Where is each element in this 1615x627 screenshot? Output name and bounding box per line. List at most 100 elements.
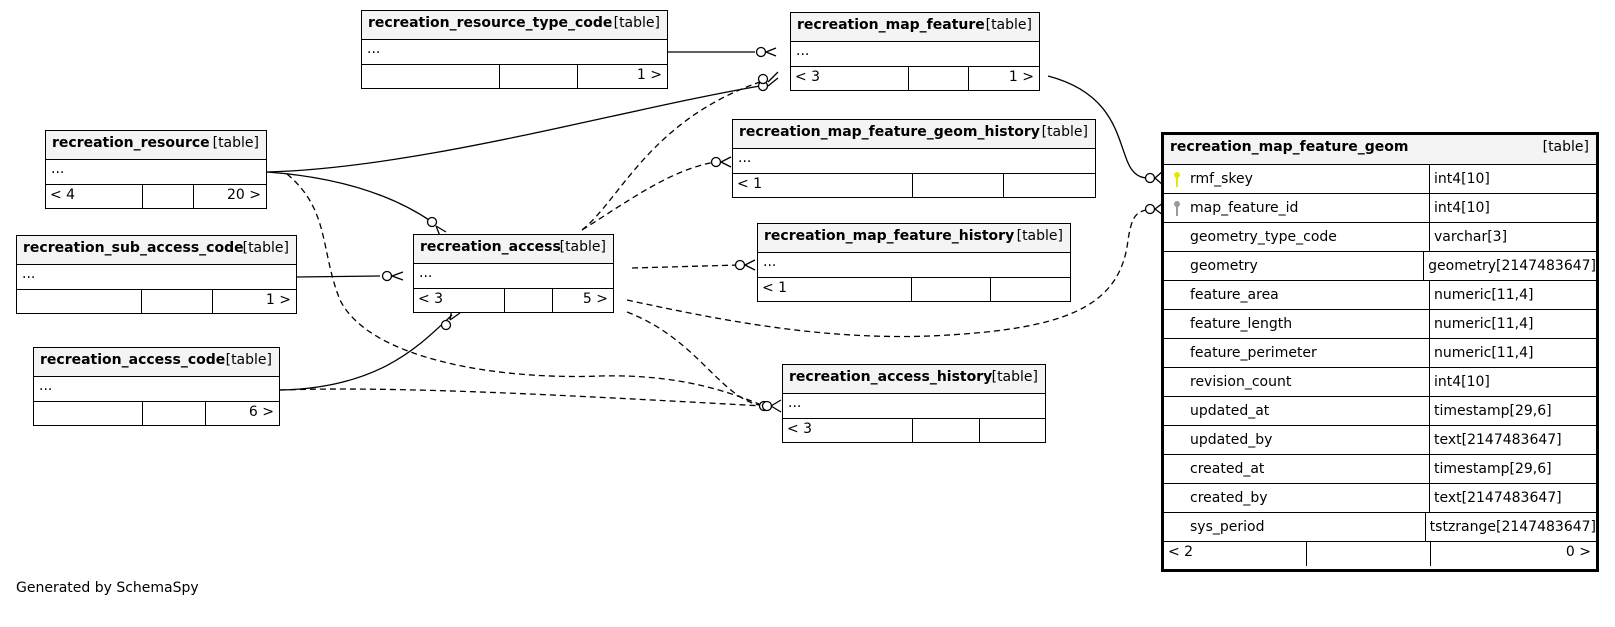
columns-placeholder: ... bbox=[39, 378, 53, 394]
cardinality-marker bbox=[1144, 172, 1156, 184]
table-recreation-map-feature-geom[interactable]: recreation_map_feature_geom [table] rmf_… bbox=[1161, 132, 1599, 572]
table-name: recreation_access_code bbox=[40, 352, 226, 368]
rel-access-to-geom bbox=[626, 208, 1156, 338]
primary-key-icon bbox=[1174, 172, 1180, 188]
table-recreation-resource-type-code[interactable]: recreation_resource_type_code [table] ..… bbox=[361, 10, 668, 89]
columns-placeholder: ... bbox=[788, 395, 802, 411]
crowsfoot-marker bbox=[720, 156, 732, 168]
children-count bbox=[1003, 174, 1095, 197]
crowsfoot-marker bbox=[391, 271, 404, 281]
table-recreation-map-feature-history[interactable]: recreation_map_feature_history [table] .… bbox=[757, 223, 1071, 302]
table-recreation-access-code[interactable]: recreation_access_code [table] ... 6 > bbox=[33, 347, 280, 426]
parents-count: < 2 bbox=[1168, 544, 1194, 560]
table-recreation-resource[interactable]: recreation_resource [table] ... < 4 20 > bbox=[45, 130, 267, 209]
column-name: updated_by bbox=[1164, 426, 1430, 454]
generated-by-label: Generated by SchemaSpy bbox=[16, 580, 199, 596]
table-tag: [table] bbox=[1542, 139, 1589, 155]
table-tag: [table] bbox=[985, 17, 1032, 33]
rows-count bbox=[504, 289, 552, 312]
rel-access-code-to-access bbox=[279, 314, 453, 391]
column-name-text: updated_by bbox=[1190, 432, 1273, 448]
parents-count bbox=[17, 290, 141, 313]
table-recreation-access[interactable]: recreation_access [table] ... < 3 5 > bbox=[413, 234, 614, 313]
column-type: int4[10] bbox=[1434, 200, 1490, 216]
children-count: 1 > bbox=[577, 65, 667, 88]
crowsfoot-marker bbox=[767, 71, 779, 87]
crowsfoot-marker bbox=[765, 47, 777, 57]
children-count: 20 > bbox=[193, 185, 266, 208]
rel-access-to-map-feature-dashed bbox=[581, 81, 761, 231]
table-tag: [table] bbox=[225, 352, 272, 368]
cardinality-marker bbox=[755, 46, 767, 58]
rel-access-to-geom-history bbox=[581, 161, 716, 231]
parents-count: < 1 bbox=[737, 176, 763, 192]
children-count: 1 > bbox=[968, 67, 1039, 90]
column-type: numeric[11,4] bbox=[1434, 345, 1534, 361]
column-row: feature_area numeric[11,4] bbox=[1164, 281, 1596, 310]
rel-access-to-map-feature-history bbox=[631, 264, 741, 269]
children-count bbox=[979, 419, 1045, 442]
cardinality-marker bbox=[757, 73, 769, 85]
columns-placeholder: ... bbox=[22, 266, 36, 282]
table-tag: [table] bbox=[1041, 124, 1088, 140]
crowsfoot-marker bbox=[770, 399, 782, 413]
rel-resource-to-map-feature bbox=[266, 85, 761, 173]
column-name-text: updated_at bbox=[1190, 403, 1270, 419]
column-name-text: sys_period bbox=[1190, 519, 1265, 535]
column-name: created_at bbox=[1164, 455, 1430, 483]
table-recreation-access-history[interactable]: recreation_access_history [table] ... < … bbox=[782, 364, 1046, 443]
column-row: feature_perimeter numeric[11,4] bbox=[1164, 339, 1596, 368]
cardinality-marker bbox=[761, 400, 773, 412]
table-tag: [table] bbox=[559, 239, 606, 255]
column-name-text: geometry_type_code bbox=[1190, 229, 1337, 245]
column-row: sys_period tstzrange[2147483647] bbox=[1164, 513, 1596, 542]
column-name-text: feature_perimeter bbox=[1190, 345, 1317, 361]
parents-count: < 3 bbox=[787, 421, 813, 437]
table-recreation-map-feature-geom-history[interactable]: recreation_map_feature_geom_history [tab… bbox=[732, 119, 1096, 198]
column-type: tstzrange[2147483647] bbox=[1429, 519, 1596, 535]
column-type: geometry[2147483647] bbox=[1428, 258, 1596, 274]
table-recreation-sub-access-code[interactable]: recreation_sub_access_code [table] ... 1… bbox=[16, 235, 297, 314]
column-type: timestamp[29,6] bbox=[1434, 461, 1552, 477]
column-name: created_by bbox=[1164, 484, 1430, 512]
table-tag: [table] bbox=[242, 240, 289, 256]
parents-count bbox=[34, 402, 142, 425]
column-name-text: created_by bbox=[1190, 490, 1268, 506]
cardinality-marker bbox=[440, 319, 452, 331]
column-name-text: created_at bbox=[1190, 461, 1265, 477]
table-recreation-map-feature[interactable]: recreation_map_feature [table] ... < 3 1… bbox=[790, 12, 1040, 91]
column-name: geometry_type_code bbox=[1164, 223, 1430, 251]
column-type: text[2147483647] bbox=[1434, 490, 1562, 506]
rel-map-feature-to-geom bbox=[1047, 75, 1149, 179]
cardinality-marker bbox=[1144, 203, 1156, 215]
column-type: numeric[11,4] bbox=[1434, 287, 1534, 303]
table-name: recreation_sub_access_code bbox=[23, 240, 244, 256]
children-count bbox=[990, 278, 1070, 301]
column-name: feature_area bbox=[1164, 281, 1430, 309]
column-type: timestamp[29,6] bbox=[1434, 403, 1552, 419]
column-type: text[2147483647] bbox=[1434, 432, 1562, 448]
cardinality-marker bbox=[381, 270, 393, 282]
column-name: feature_perimeter bbox=[1164, 339, 1430, 367]
foreign-key-icon bbox=[1174, 201, 1180, 217]
table-name: recreation_access bbox=[420, 239, 561, 255]
column-name: revision_count bbox=[1164, 368, 1430, 396]
rows-count bbox=[142, 402, 205, 425]
column-name-text: map_feature_id bbox=[1190, 200, 1299, 216]
children-count: 6 > bbox=[205, 402, 279, 425]
rows-count bbox=[499, 65, 577, 88]
columns-placeholder: ... bbox=[419, 265, 433, 281]
rows-count bbox=[912, 174, 1003, 197]
table-name: recreation_map_feature_history bbox=[764, 228, 1015, 244]
column-name: rmf_skey bbox=[1164, 165, 1430, 193]
children-count: 0 > bbox=[1430, 542, 1596, 566]
rel-resource-to-access bbox=[266, 171, 433, 223]
column-name-text: feature_area bbox=[1190, 287, 1279, 303]
column-row: updated_at timestamp[29,6] bbox=[1164, 397, 1596, 426]
